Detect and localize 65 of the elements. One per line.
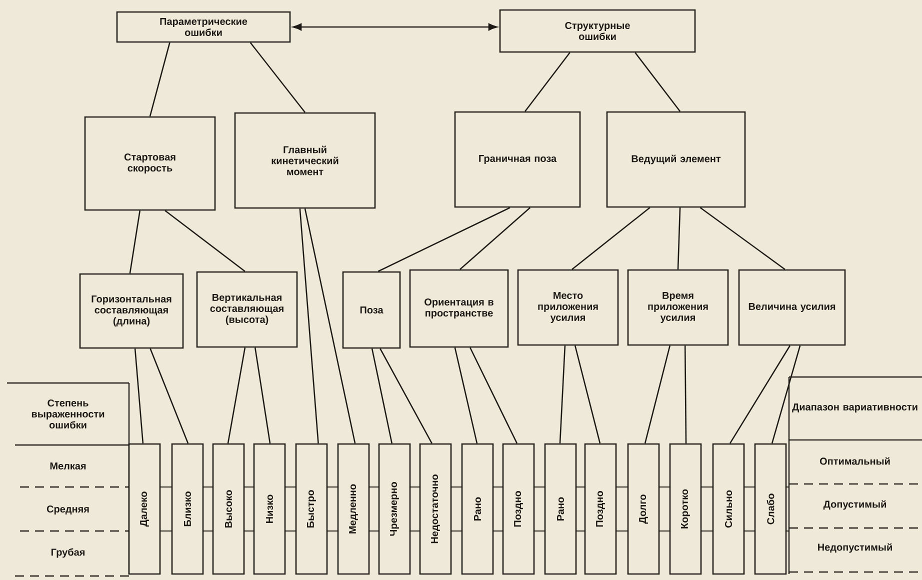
connector-line [292,23,498,31]
outcome-box: Чрезмерно [378,443,411,575]
connector-line [684,346,687,444]
row-label: Средняя [46,505,89,515]
connector-line [572,207,650,270]
connector-line [771,345,801,444]
connector-line [470,347,518,444]
connector-line [254,348,271,444]
category-box: Вертикальная составляющая (высота) [196,271,298,348]
outcome-box: Поздно [502,443,535,575]
connector-line [700,207,786,270]
connector-line [644,345,671,444]
category-box: Величина усилия [738,269,846,346]
category-box: Стартовая скорость [84,116,216,211]
category-box: Ведущий элемент [606,111,746,208]
category-box: Параметрические ошибки [116,11,291,43]
connector-line [730,345,791,444]
outcome-box: Низко [253,443,286,575]
outcome-box: Быстро [295,443,328,575]
connector-line [299,208,319,444]
connector-line [371,348,393,444]
category-box: Структурные ошибки [499,9,696,53]
outcome-box: Коротко [669,443,702,575]
row-label: Оптимальный [820,457,890,465]
connector-line [634,52,681,112]
outcome-box: Медленно [337,443,370,575]
row-label: Недопустимый [818,543,892,553]
connector-line [250,42,306,113]
connector-line [574,345,601,444]
category-box: Место приложения усилия [517,269,619,346]
outcome-box: Рано [461,443,494,575]
category-box: Поза [342,271,401,349]
category-box: Главный кинетический момент [234,112,376,209]
row-label: Мелкая [50,462,86,470]
category-box: Граничная поза [454,111,581,208]
connector-line [460,207,531,270]
connector-line [559,346,566,444]
outcome-box: Далеко [128,443,161,575]
connector-line [227,348,246,444]
connector-line [524,52,570,112]
row-label: Грубая [51,548,85,558]
row-label: Степень выраженности ошибки [32,399,104,429]
outcome-box: Близко [171,443,204,575]
outcome-box: Рано [544,443,577,575]
category-box: Ориентация в пространстве [409,269,509,348]
connector-line [378,207,510,272]
connector-line [380,348,432,444]
outcome-box: Недостаточно [419,443,452,575]
connector-line [149,42,170,117]
connector-line [677,208,681,270]
row-label: Диапазон вариативности [792,404,918,412]
connector-line [304,208,356,444]
connector-line [454,348,478,444]
outcome-box: Долго [627,443,660,575]
connector-line [164,210,246,272]
outcome-box: Слабо [754,443,787,575]
connector-line [150,348,189,444]
category-box: Время приложения усилия [627,269,729,346]
category-box: Горизонтальная составляющая (длина) [79,273,184,349]
outcome-box: Высоко [212,443,245,575]
row-label: Допустимый [823,500,886,510]
outcome-box: Поздно [584,443,617,575]
connector-line [134,348,144,444]
outcome-box: Сильно [712,443,745,575]
connector-line [129,210,141,274]
